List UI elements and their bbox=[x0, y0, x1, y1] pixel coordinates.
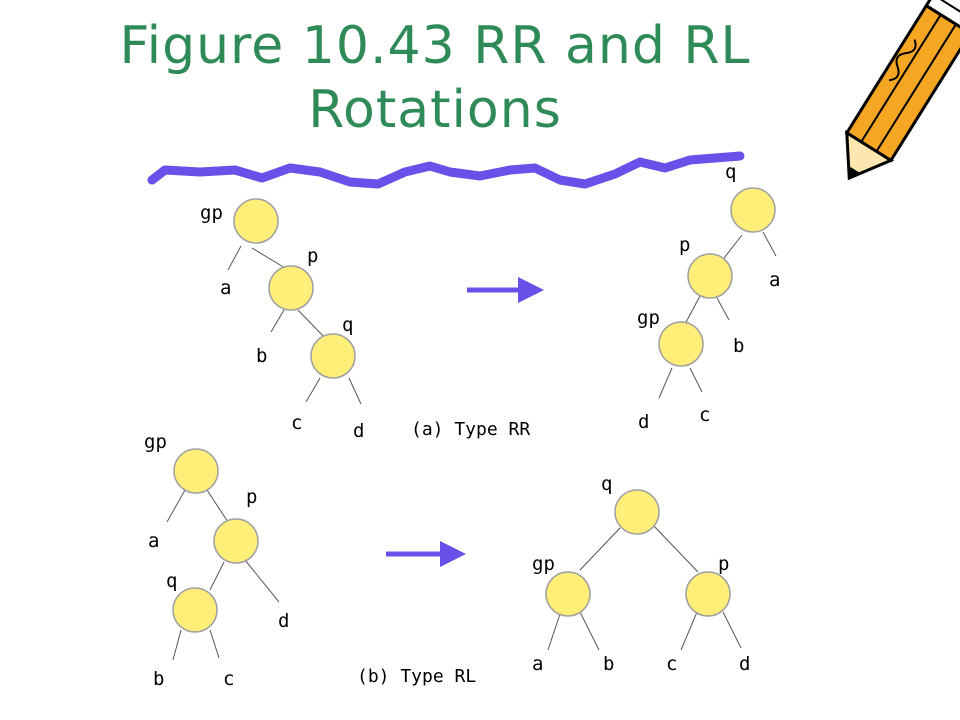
edge bbox=[305, 377, 321, 403]
tree-node-gp bbox=[658, 321, 704, 367]
title-line-1: Figure 10.43 RR and RL bbox=[119, 16, 751, 76]
node-label: gp bbox=[532, 553, 555, 575]
tree-node-q bbox=[172, 587, 218, 633]
node-label: p bbox=[246, 486, 257, 508]
edge bbox=[680, 611, 698, 651]
subtree-label: b bbox=[153, 668, 164, 690]
edge bbox=[722, 611, 742, 649]
edge bbox=[251, 247, 286, 269]
node-label: p bbox=[307, 245, 318, 267]
edge bbox=[716, 297, 730, 321]
edge bbox=[762, 231, 777, 257]
subtree-label: a bbox=[532, 653, 543, 675]
edge bbox=[683, 295, 701, 327]
subtree-label: b bbox=[733, 335, 744, 357]
edge bbox=[348, 377, 362, 405]
edge bbox=[172, 629, 182, 661]
node-label: gp bbox=[200, 202, 223, 224]
edge bbox=[270, 309, 285, 333]
tree-node-p bbox=[687, 253, 733, 299]
node-label: q bbox=[601, 473, 612, 495]
caption-rr: (a) Type RR bbox=[411, 419, 530, 440]
edge bbox=[209, 561, 225, 591]
edge bbox=[166, 489, 186, 523]
tree-node-q bbox=[614, 489, 660, 535]
edge bbox=[579, 527, 621, 571]
tree-node-q bbox=[730, 187, 776, 233]
subtree-label: c bbox=[699, 404, 710, 426]
tree-node-gp bbox=[233, 198, 279, 244]
rl-before-tree: gp p q a d b c bbox=[144, 431, 289, 690]
subtree-label: d bbox=[638, 411, 649, 433]
slide-title: Figure 10.43 RR and RL Rotations bbox=[0, 14, 870, 142]
edge bbox=[658, 367, 673, 399]
rl-arrow-icon bbox=[386, 541, 466, 567]
title-line-2: Rotations bbox=[308, 80, 562, 140]
node-label: gp bbox=[637, 307, 660, 329]
wavy-underline bbox=[147, 151, 745, 189]
tree-node-p bbox=[213, 518, 259, 564]
rr-before-tree: gp p q a b c d bbox=[200, 198, 364, 442]
edge bbox=[651, 523, 699, 573]
subtree-label: d bbox=[353, 420, 364, 442]
subtree-label: a bbox=[220, 277, 231, 299]
node-label: q bbox=[725, 161, 736, 183]
tree-node-p bbox=[268, 265, 314, 311]
edge bbox=[547, 613, 561, 651]
edge bbox=[227, 245, 242, 271]
node-label: gp bbox=[144, 431, 167, 453]
edge bbox=[297, 309, 326, 339]
subtree-label: d bbox=[278, 610, 289, 632]
node-label: p bbox=[679, 234, 690, 256]
edge bbox=[689, 367, 703, 393]
subtree-label: a bbox=[148, 530, 159, 552]
node-label: q bbox=[166, 570, 177, 592]
caption-rl: (b) Type RL bbox=[357, 666, 476, 687]
pencil-icon bbox=[844, 0, 960, 181]
subtree-label: c bbox=[223, 668, 234, 690]
tree-node-q bbox=[310, 333, 356, 379]
edge bbox=[720, 234, 743, 263]
tree-node-gp bbox=[545, 571, 591, 617]
subtree-label: b bbox=[256, 345, 267, 367]
edge bbox=[579, 611, 600, 651]
rr-after-tree: q p gp a b d c bbox=[637, 161, 780, 433]
node-label: p bbox=[718, 553, 729, 575]
rr-arrow-icon bbox=[467, 277, 544, 303]
edge bbox=[206, 489, 229, 523]
rl-after-tree: q gp p a b c d bbox=[532, 473, 750, 675]
edge bbox=[209, 629, 220, 659]
edge bbox=[244, 559, 280, 603]
tree-node-p bbox=[685, 571, 731, 617]
subtree-label: a bbox=[769, 269, 780, 291]
node-label: q bbox=[342, 314, 353, 336]
subtree-label: c bbox=[666, 653, 677, 675]
subtree-label: c bbox=[291, 412, 302, 434]
tree-node-gp bbox=[173, 448, 219, 494]
subtree-label: d bbox=[739, 653, 750, 675]
subtree-label: b bbox=[603, 653, 614, 675]
